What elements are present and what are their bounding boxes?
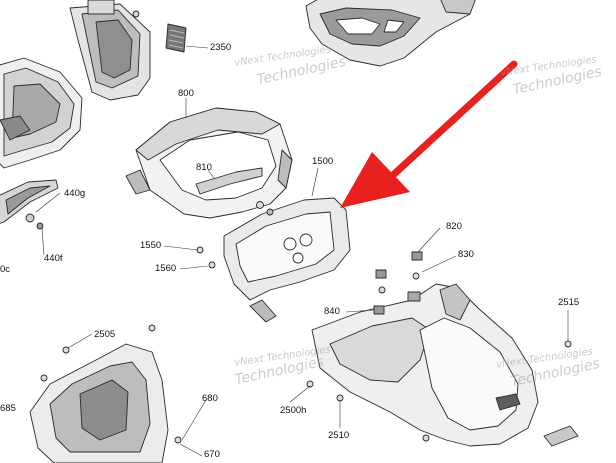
callout-label: 820	[446, 221, 462, 232]
callout-label: 2515	[558, 297, 580, 308]
leader-lines	[35, 45, 569, 457]
clip-fasteners-part	[373, 251, 423, 315]
screw-fasteners	[40, 201, 572, 444]
side-panel-part	[29, 343, 169, 463]
pointer-arrow	[340, 60, 518, 208]
callout-label: 1550	[140, 240, 162, 251]
callout-label: 2510	[328, 430, 350, 441]
bezel-cover-800-part	[125, 107, 293, 219]
front-hood-part	[311, 283, 579, 447]
callout-label: 2350	[210, 42, 232, 53]
callout-label: 670	[204, 449, 220, 460]
callout-label: 680	[202, 393, 218, 404]
callout-label: 810	[196, 162, 212, 173]
callout-label: 2505	[94, 329, 116, 340]
instrument-panel-1500-part	[223, 197, 351, 323]
left-console-frame-part	[0, 57, 83, 169]
callout-label: 685	[0, 403, 16, 414]
callout-label: 440f	[44, 253, 63, 264]
callout-label: 830	[458, 249, 474, 260]
callout-label: 440g	[64, 188, 86, 199]
callout-label: 0c	[0, 264, 11, 275]
vent-grille-part	[165, 23, 187, 53]
callout-label: 1500	[312, 156, 334, 167]
callout-label: 1560	[155, 263, 177, 274]
callout-label: 840	[324, 306, 340, 317]
bracket-440g-part	[0, 179, 59, 230]
callout-label: 2500h	[280, 405, 307, 416]
trim-strip-810-part	[195, 167, 263, 195]
callout-label: 800	[178, 88, 194, 99]
storage-compartment-part	[305, 0, 476, 67]
upper-bracket-part	[69, 0, 151, 101]
